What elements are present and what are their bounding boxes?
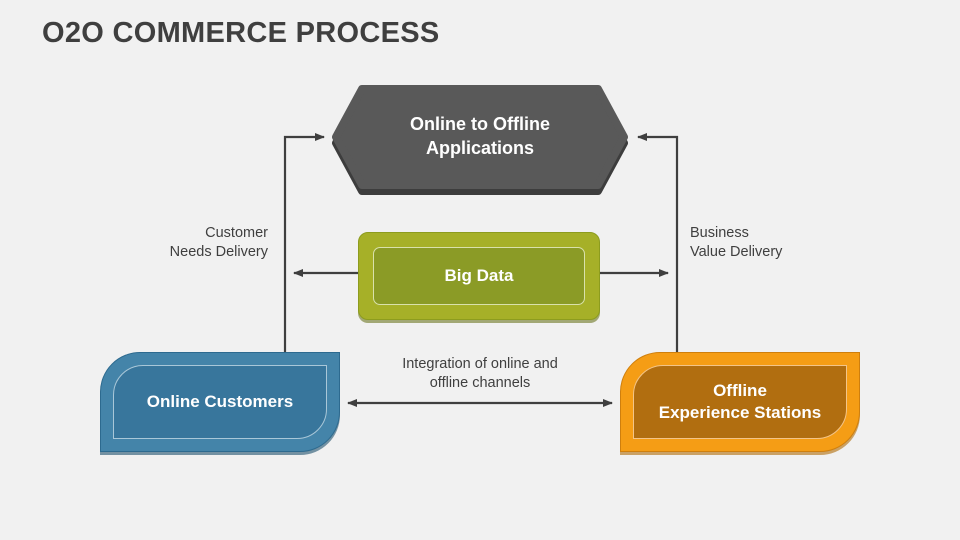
- integration-line1: Integration of online and: [402, 356, 558, 372]
- node-online-customers-label: Online Customers: [113, 365, 327, 439]
- integration-line2: offline channels: [429, 375, 531, 391]
- edge-stations-to-applications: [637, 133, 679, 352]
- node-applications-label: Online to Offline Applications: [360, 112, 600, 160]
- node-offline-stations-label: Offline Experience Stations: [633, 365, 847, 439]
- node-big-data: Big Data: [358, 232, 600, 320]
- customer-needs-line1: Customer: [205, 225, 268, 241]
- node-offline-stations: Offline Experience Stations: [620, 352, 860, 452]
- node-online-customers: Online Customers: [100, 352, 340, 452]
- edge-customers-to-applications: [283, 133, 325, 352]
- label-customer-needs-delivery: Customer Needs Delivery: [108, 224, 268, 262]
- business-value-line1: Business: [690, 225, 749, 241]
- slide-title: O2O COMMERCE PROCESS: [42, 17, 440, 49]
- customer-needs-line2: Needs Delivery: [169, 244, 268, 260]
- offline-stations-label-line1: Offline: [713, 381, 767, 400]
- label-business-value-delivery: Business Value Delivery: [690, 224, 860, 262]
- hexagon-body: [332, 85, 628, 189]
- business-value-line2: Value Delivery: [690, 244, 783, 260]
- node-big-data-label: Big Data: [373, 247, 585, 305]
- offline-stations-label-line2: Experience Stations: [658, 403, 822, 422]
- applications-label-line1: Online to Offline: [410, 114, 550, 134]
- label-integration-channels: Integration of online and offline channe…: [355, 355, 605, 393]
- applications-hexagon-shape: [332, 85, 628, 195]
- applications-label-line2: Applications: [425, 138, 534, 158]
